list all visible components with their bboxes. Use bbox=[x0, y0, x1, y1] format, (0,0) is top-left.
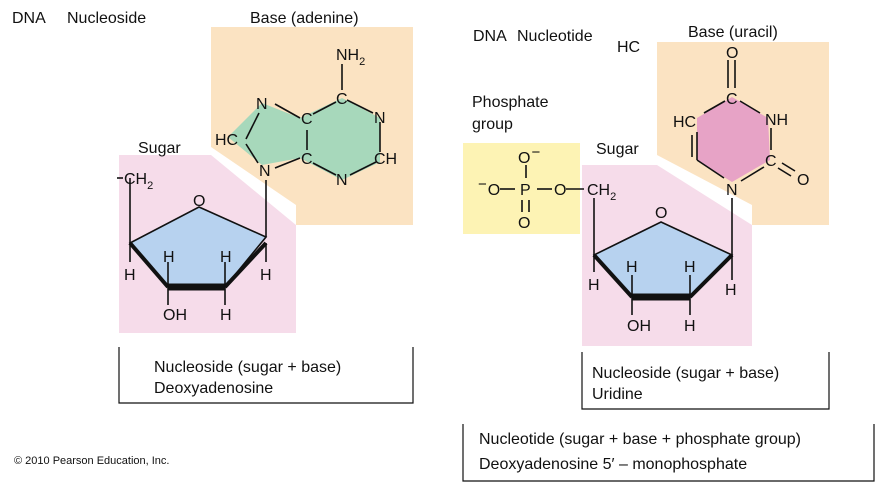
right-title-molecule: Nucleotide bbox=[517, 28, 593, 45]
atom-h: H bbox=[124, 267, 136, 284]
left-title-dna: DNA bbox=[12, 10, 46, 27]
atom-hc: HC bbox=[215, 132, 238, 149]
atom-o-ring: O bbox=[655, 205, 667, 222]
adenine-base-label: Base (adenine) bbox=[250, 10, 359, 27]
right-title-dna: DNA bbox=[473, 28, 507, 45]
adenine-bonds bbox=[245, 64, 381, 237]
atom-n: N bbox=[726, 182, 738, 199]
phosphate-label-line2: group bbox=[472, 116, 513, 133]
right-caption-box bbox=[581, 352, 830, 410]
atom-h: H bbox=[684, 318, 696, 335]
atom-o: O bbox=[518, 215, 530, 232]
uracil-ring-shape bbox=[697, 97, 770, 182]
atom-h: H bbox=[220, 249, 232, 266]
atom-ch: CH bbox=[374, 151, 397, 168]
uracil-bonds bbox=[691, 60, 796, 255]
atom-h: H bbox=[684, 259, 696, 276]
left-caption-box bbox=[118, 347, 414, 404]
atom-c: C bbox=[301, 111, 313, 128]
atom-c: C bbox=[301, 151, 313, 168]
left-sugar-label: Sugar bbox=[138, 140, 181, 157]
uracil-base-label: Base (uracil) bbox=[688, 24, 778, 41]
atom-nh2: NH2 bbox=[336, 47, 365, 68]
atom-o: O bbox=[797, 172, 809, 189]
atom-ch2: CH2 bbox=[124, 171, 153, 192]
atom-n: N bbox=[336, 172, 348, 189]
atom-o: O bbox=[726, 45, 738, 62]
nucleotide-caption-line1: Nucleotide (sugar + base + phosphate gro… bbox=[479, 431, 801, 448]
right-sugar-label: Sugar bbox=[596, 141, 639, 158]
left-title-molecule: Nucleoside bbox=[67, 10, 146, 27]
adenine-ring-shape bbox=[228, 98, 380, 180]
atom-c: C bbox=[765, 153, 777, 170]
right-hc-top: HC bbox=[617, 39, 640, 56]
atom-oh: OH bbox=[163, 307, 187, 324]
atom-n: N bbox=[259, 163, 271, 180]
nucleotide-caption-line2: Deoxyadenosine 5′ – monophosphate bbox=[479, 456, 747, 473]
atom-h: H bbox=[260, 267, 272, 284]
nucleotide-caption-box bbox=[462, 424, 875, 482]
left-caption-line2: Deoxyadenosine bbox=[154, 380, 273, 397]
atom-h: H bbox=[725, 282, 737, 299]
atom-c: C bbox=[726, 91, 738, 108]
atom-hc: HC bbox=[673, 114, 696, 131]
atom-o-ring: O bbox=[193, 193, 205, 210]
atom-oh: OH bbox=[627, 318, 651, 335]
atom-h: H bbox=[220, 307, 232, 324]
atom-c: C bbox=[336, 91, 348, 108]
phosphate-label-line1: Phosphate bbox=[472, 94, 549, 111]
phosphate-bonds bbox=[500, 165, 584, 212]
atom-o: O bbox=[554, 182, 566, 199]
atom-h: H bbox=[163, 249, 175, 266]
atom-n: N bbox=[374, 110, 386, 127]
left-caption-line1: Nucleoside (sugar + base) bbox=[154, 359, 341, 376]
atom-nh: NH bbox=[765, 112, 788, 129]
atom-n: N bbox=[256, 96, 268, 113]
atom-h: H bbox=[588, 277, 600, 294]
right-caption-line1: Nucleoside (sugar + base) bbox=[592, 365, 779, 382]
atom-o: −O bbox=[478, 176, 500, 199]
atom-p: P bbox=[520, 182, 531, 199]
atom-o: O− bbox=[518, 144, 540, 167]
copyright-notice: © 2010 Pearson Education, Inc. bbox=[14, 455, 169, 467]
atom-h: H bbox=[626, 259, 638, 276]
right-caption-line2: Uridine bbox=[592, 386, 643, 403]
atom-ch2: CH2 bbox=[587, 182, 616, 203]
phosphate-group-region bbox=[463, 143, 580, 234]
